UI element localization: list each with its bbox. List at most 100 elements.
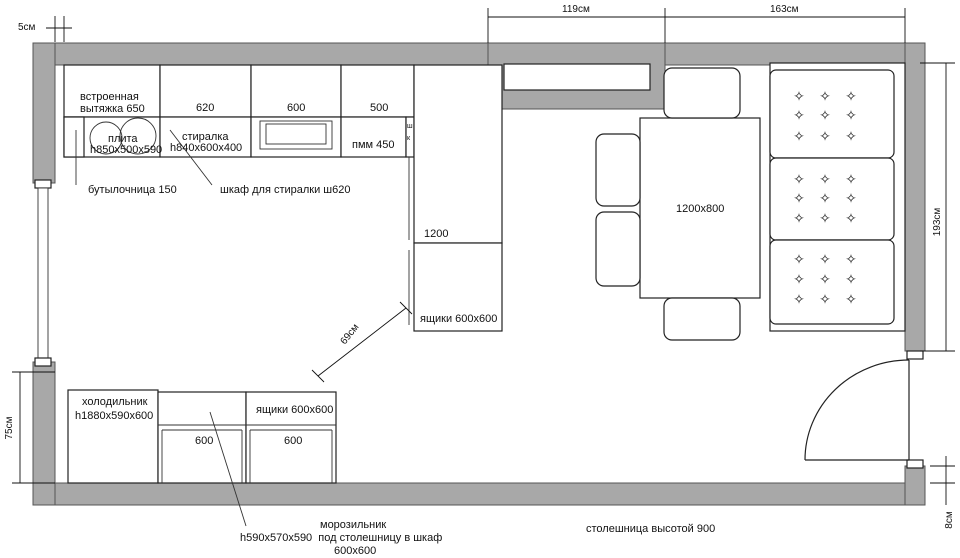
sofa-cushion-1 [769,69,895,159]
sofa-tuft-mark: ✧ [793,252,805,268]
dining-area [595,67,761,341]
cab-600-b-label: 600 [284,435,302,447]
bottom-drawers-label: ящики 600x600 [256,404,333,416]
sofa-tufting: ✧✧✧✧✧✧✧✧✧✧✧✧✧✧✧✧✧✧✧✧✧✧✧✧✧✧✧ [793,89,857,308]
door-swing-arc [804,359,910,461]
sofa-tuft-mark: ✧ [845,252,857,268]
dim-sofa-width: 163см [770,4,799,15]
washer-cabinet-label: шкаф для стиралки ш620 [220,184,350,196]
counter-1200-label: 1200 [424,228,448,240]
bottle-cabinet-label: бутылочница 150 [88,184,177,196]
side-cabinet-label-1: ш [407,123,413,130]
hood-label-1: встроенная [80,91,139,103]
labels: 5см 119см 163см 193см 75см 8см 69см встр… [4,4,955,557]
sofa-cushion-3 [769,239,895,325]
dim-door-offset: 8см [944,511,955,529]
washer-label-1: стиралка [182,131,229,143]
sofa-tuft-mark: ✧ [819,108,831,124]
washer-label-2: h840x600x400 [170,142,242,154]
sofa-tuft-mark: ✧ [819,129,831,145]
window-opening [503,63,651,91]
dining-table [639,117,761,299]
sofa-tuft-mark: ✧ [845,108,857,124]
freezer-label-2: h590x570x590 под столешницу в шкаф [240,532,442,544]
sofa-tuft-mark: ✧ [793,292,805,308]
sofa: ✧✧✧✧✧✧✧✧✧✧✧✧✧✧✧✧✧✧✧✧✧✧✧✧✧✧✧ [769,62,906,332]
sofa-cushion-2 [769,157,895,241]
right-wall-upper [904,42,926,352]
sofa-tuft-mark: ✧ [793,172,805,188]
sofa-tuft-mark: ✧ [845,292,857,308]
sofa-tuft-mark: ✧ [819,172,831,188]
fridge [67,389,159,484]
sofa-tuft-mark: ✧ [793,211,805,227]
table-size-label: 1200x800 [676,203,724,215]
hob-label-2: h850x500x590 [90,144,162,156]
drawers-600-right [413,242,503,332]
cab-620-label: 620 [196,102,214,114]
sink-unit [250,116,342,158]
bottom-wall [32,482,926,506]
sofa-tuft-mark: ✧ [819,89,831,105]
freezer-label-1: морозильник [320,519,386,531]
countertop-note: столешница высотой 900 [586,523,715,535]
top-cabinet-run [63,64,415,158]
chair-left-lower [595,211,641,287]
chair-left-upper [595,133,641,207]
dim-window-width: 119см [562,4,590,15]
right-drawers-label: ящики 600x600 [420,313,497,325]
bottle-cabinet [63,116,85,158]
sofa-tuft-mark: ✧ [819,191,831,207]
dim-left-window: 75см [4,416,15,439]
sink-basin-inner [265,123,327,145]
sofa-tuft-mark: ✧ [819,252,831,268]
left-wall-upper [32,42,56,184]
dimension-lines [12,8,955,505]
dishwasher-label: пмм 450 [352,139,395,151]
cabinet-620 [159,64,252,118]
sofa-tuft-mark: ✧ [819,211,831,227]
dim-wall-gap: 5см [18,22,36,33]
dim-sofa-height: 193см [932,208,943,237]
sofa-tuft-mark: ✧ [845,191,857,207]
freezer-cabinet [157,391,247,484]
cab-600-label: 600 [287,102,305,114]
hob-label-1: плита [108,133,138,145]
right-wall-lower [904,465,926,506]
sofa-tuft-mark: ✧ [845,272,857,288]
sofa-tuft-mark: ✧ [793,129,805,145]
counter-1200 [413,64,503,244]
sofa-tuft-mark: ✧ [845,89,857,105]
walls [32,42,926,506]
chair-bottom [663,297,741,341]
hob-burner-1 [89,121,123,155]
sofa-tuft-mark: ✧ [845,172,857,188]
hood-cabinet [63,64,161,118]
chair-top [663,67,741,119]
dim-passage: 69см [339,322,362,347]
side-cabinet-label-2: к [407,135,411,142]
drawers-600-bottom [245,391,337,484]
left-window [34,179,52,367]
sofa-tuft-mark: ✧ [793,89,805,105]
leader-lines [75,129,247,527]
hob-burner-2 [119,117,157,155]
hood-label-2: вытяжка 650 [80,103,145,115]
sofa-tuft-mark: ✧ [793,108,805,124]
left-wall-lower [32,361,56,506]
sofa-tuft-mark: ✧ [793,272,805,288]
right-cabinet-run [408,64,503,332]
dishwasher-unit [340,116,407,158]
sofa-tuft-mark: ✧ [819,272,831,288]
fridge-label-1: холодильник [82,396,148,408]
entry-door [804,350,924,469]
sofa-tuft-mark: ✧ [819,292,831,308]
cab-500-label: 500 [370,102,388,114]
top-wall [32,42,926,66]
cab-600-a-label: 600 [195,435,213,447]
sofa-tuft-mark: ✧ [793,191,805,207]
sofa-tuft-mark: ✧ [845,211,857,227]
fridge-label-2: h1880x590x600 [75,410,153,422]
cabinet-500 [340,64,415,118]
